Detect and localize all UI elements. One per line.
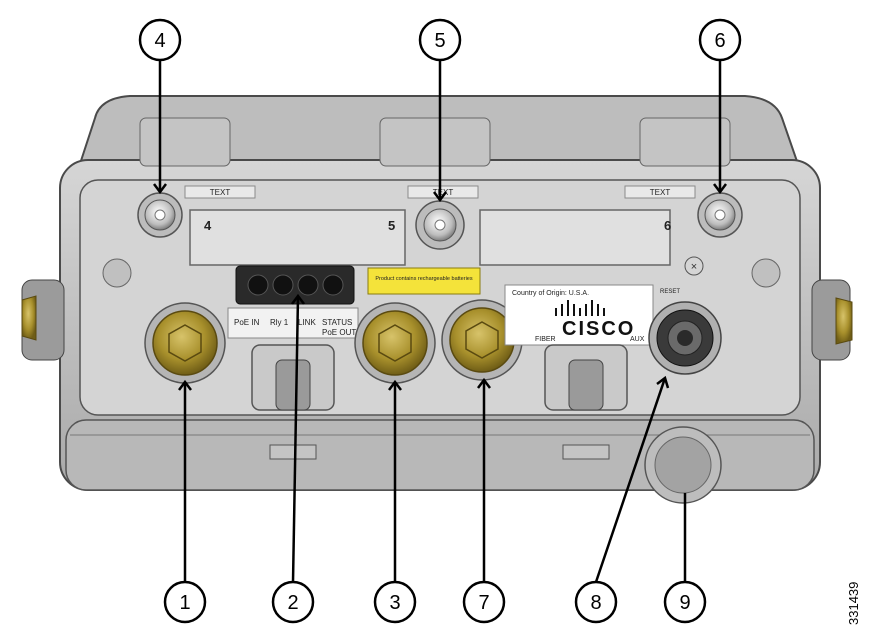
leader-lines: [153, 60, 727, 583]
slot-number-5: 5: [388, 218, 395, 233]
ground-mark: ×: [691, 261, 697, 273]
plug-left: [102, 258, 132, 288]
led-label-poe-in: PoE IN: [234, 318, 260, 327]
callout-number: 7: [478, 592, 489, 614]
callout-number: 1: [179, 592, 190, 614]
aux-label: AUX: [630, 336, 645, 343]
port-cap-7: [441, 299, 523, 381]
text-label-4: TEXT: [210, 188, 231, 197]
brand-label: Country of Origin: U.S.A. CISCO FIBER AU…: [504, 284, 680, 346]
bottom-plug: [644, 426, 722, 504]
callout-7: 7: [462, 580, 506, 624]
text-label-5: TEXT: [433, 188, 454, 197]
callout-number: 8: [590, 592, 601, 614]
led-4: [322, 274, 344, 296]
cisco-logo-text: CISCO: [562, 318, 635, 340]
module-slots: 4 5 6: [189, 209, 671, 266]
callout-5: 5: [418, 18, 462, 62]
callout-3: 3: [373, 580, 417, 624]
warning-text: Product contains rechargeable batteries: [375, 276, 472, 282]
led-1: [247, 274, 269, 296]
callout-1: 1: [163, 580, 207, 624]
port-cap-1: [144, 302, 226, 384]
callout-number: 6: [714, 30, 725, 52]
ground-screw: [684, 256, 704, 276]
reset-label: RESET: [660, 289, 680, 295]
warning-label: Product contains rechargeable batteries: [367, 267, 481, 295]
callout-6: 6: [698, 18, 742, 62]
text-label-6: TEXT: [650, 188, 671, 197]
antenna-connector-6: [697, 192, 743, 238]
mount-bracket-right: [544, 344, 628, 460]
country-of-origin: Country of Origin: U.S.A.: [512, 290, 589, 297]
cisco-logo-bars-icon: [555, 300, 605, 316]
callout-4: 4: [138, 18, 182, 62]
led-2: [272, 274, 294, 296]
slot-number-4: 4: [204, 218, 212, 233]
plug-right: [751, 258, 781, 288]
antenna-connector-4: [137, 192, 183, 238]
aux-connector: [648, 301, 722, 375]
callout-8: 8: [574, 580, 618, 624]
led-label-status: STATUS: [322, 318, 352, 327]
led-3: [297, 274, 319, 296]
figure-id: 331439: [846, 582, 861, 625]
led-panel: PoE IN Rly 1 LINK STATUS PoE OUT: [227, 265, 359, 339]
callout-number: 4: [154, 30, 165, 52]
led-label-link: LINK: [298, 318, 316, 327]
led-label-rly1: Rly 1: [270, 318, 289, 327]
port-cap-3: [354, 302, 436, 384]
slot-number-6: 6: [664, 218, 671, 233]
callout-9: 9: [663, 580, 707, 624]
callout-number: 3: [389, 592, 400, 614]
callout-number: 2: [287, 592, 298, 614]
callout-number: 5: [434, 30, 445, 52]
mount-bracket-left: [251, 344, 335, 460]
fiber-label: FIBER: [535, 336, 556, 343]
callout-number: 9: [679, 592, 690, 614]
antenna-connector-5: [415, 200, 465, 250]
antenna-labels: TEXT TEXT TEXT: [184, 185, 696, 199]
led-label-poe-out: PoE OUT: [322, 328, 356, 337]
callout-2: 2: [271, 580, 315, 624]
